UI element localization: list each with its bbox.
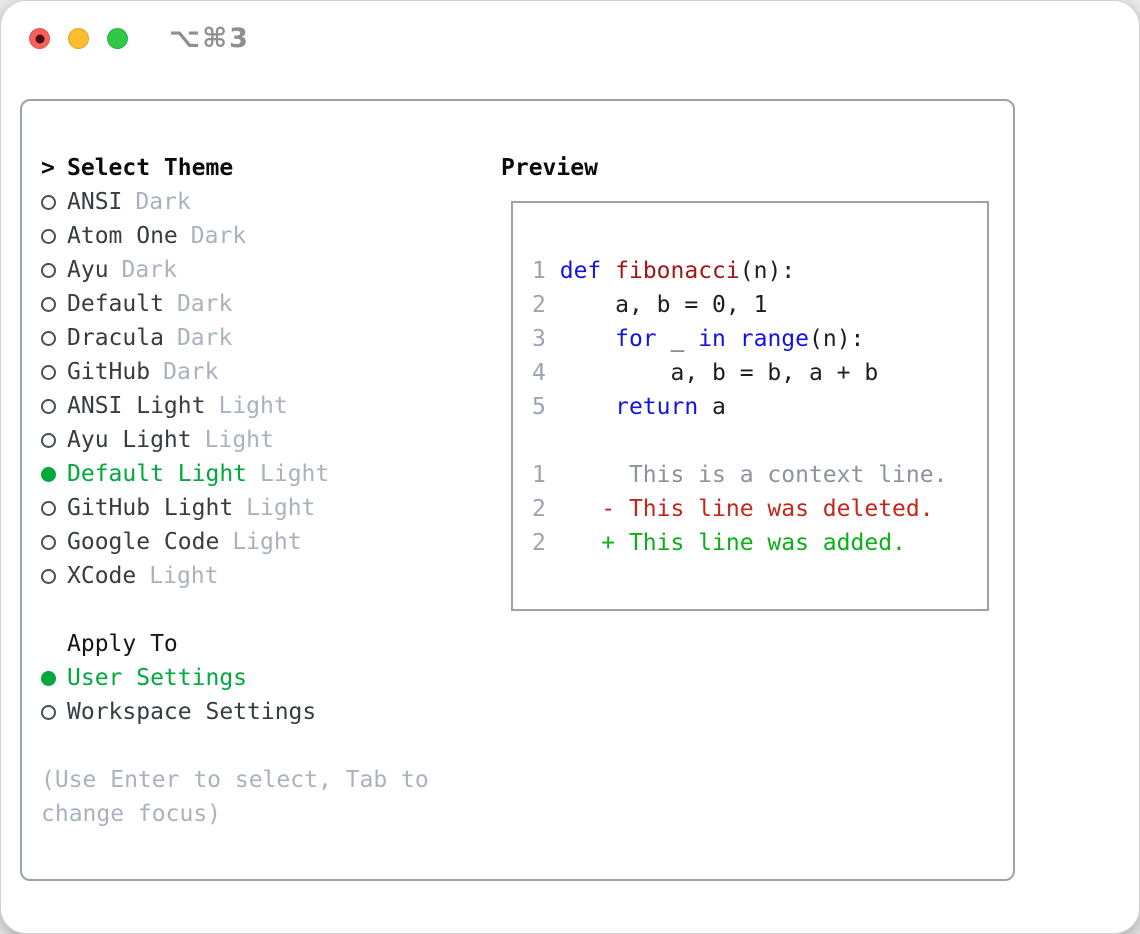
theme-variant-tag: Dark <box>163 359 219 385</box>
select-theme-heading-label: Select Theme <box>67 155 234 181</box>
code-line: 3 for _ in range(n): <box>532 326 865 352</box>
apply-option[interactable]: User Settings <box>41 661 316 695</box>
theme-list-item[interactable]: Default Light Light <box>41 457 329 491</box>
help-text: (Use Enter to select, Tab to change focu… <box>41 767 429 827</box>
radio-icon <box>41 398 56 414</box>
close-button[interactable] <box>29 28 50 49</box>
theme-list-item-label: GitHub Light <box>67 495 234 521</box>
theme-list-item[interactable]: Google Code Light <box>41 525 329 559</box>
titlebar <box>29 28 128 49</box>
line-number: 1 <box>532 258 546 284</box>
code-line: 1 def fibonacci(n): <box>532 258 796 284</box>
theme-list-item[interactable]: Atom One Dark <box>41 219 329 253</box>
theme-list-item-label: Dracula <box>67 325 164 351</box>
line-number: 1 <box>532 462 546 488</box>
theme-list-item[interactable]: GitHub Dark <box>41 355 329 389</box>
window-shortcut-label: ⌥⌘3 <box>169 23 250 54</box>
theme-variant-tag: Light <box>149 563 219 589</box>
radio-selected-icon <box>41 670 56 686</box>
theme-variant-tag: Light <box>246 495 316 521</box>
preview-box: 1 def fibonacci(n): 2 a, b = 0, 1 3 for _ … <box>511 201 989 611</box>
code-line: 2 a, b = 0, 1 <box>532 292 768 318</box>
radio-icon <box>41 500 56 516</box>
theme-variant-tag: Light <box>260 461 330 487</box>
theme-list-item-label: Google Code <box>67 529 220 555</box>
theme-list-item[interactable]: ANSI Dark <box>41 185 329 219</box>
code-line <box>532 424 987 458</box>
theme-list-item[interactable]: XCode Light <box>41 559 329 593</box>
code-line: 5 return a <box>532 394 726 420</box>
radio-icon <box>41 534 56 550</box>
radio-icon <box>41 228 56 244</box>
theme-variant-tag: Dark <box>176 291 233 317</box>
apply-to-heading: Apply To <box>41 627 316 661</box>
code-line: 1 This is a context line. <box>532 462 948 488</box>
line-number: 2 <box>532 292 546 318</box>
apply-option[interactable]: Workspace Settings <box>41 695 316 729</box>
theme-list-item[interactable]: Ayu Dark <box>41 253 329 287</box>
line-number: 2 <box>532 530 546 556</box>
radio-icon <box>41 704 56 720</box>
theme-list-item-label: ANSI Light <box>67 393 206 419</box>
theme-list-item-label: ANSI <box>67 189 123 215</box>
theme-list-item[interactable]: Ayu Light Light <box>41 423 329 457</box>
radio-selected-icon <box>41 466 56 482</box>
theme-list-item-label: Default Light <box>67 461 248 487</box>
theme-list-item-label: XCode <box>67 563 137 589</box>
theme-list-item[interactable]: Default Dark <box>41 287 329 321</box>
theme-variant-tag: Dark <box>176 325 233 351</box>
theme-list-item-label: Atom One <box>67 223 178 249</box>
radio-icon <box>41 330 56 346</box>
code-line: 2 - This line was deleted. <box>532 496 934 522</box>
radio-icon <box>41 194 56 210</box>
radio-icon <box>41 262 56 278</box>
minimize-button[interactable] <box>68 28 89 49</box>
radio-icon <box>41 296 56 312</box>
theme-list-item[interactable]: GitHub Light Light <box>41 491 329 525</box>
apply-option-label: Workspace Settings <box>67 699 317 725</box>
zoom-button[interactable] <box>107 28 128 49</box>
theme-variant-tag: Light <box>232 529 302 555</box>
prompt-icon: > <box>41 155 55 181</box>
radio-icon <box>41 432 56 448</box>
radio-icon <box>41 364 56 380</box>
preview-content: 1 def fibonacci(n): 2 a, b = 0, 1 3 for _ … <box>532 254 987 560</box>
code-line: 2 + This line was added. <box>532 530 906 556</box>
theme-variant-tag: Light <box>204 427 274 453</box>
line-number: 4 <box>532 360 546 386</box>
theme-list-item[interactable]: ANSI Light Light <box>41 389 329 423</box>
theme-variant-tag: Dark <box>190 223 247 249</box>
theme-list-item-label: Ayu Light <box>67 427 192 453</box>
theme-variant-tag: Light <box>218 393 288 419</box>
select-theme-heading: > Select Theme <box>41 151 329 185</box>
theme-list-item-label: GitHub <box>67 359 151 385</box>
theme-variant-tag: Dark <box>135 189 191 215</box>
theme-list-item[interactable]: Dracula Dark <box>41 321 329 355</box>
apply-to-heading-label: Apply To <box>67 631 178 657</box>
apply-option-label: User Settings <box>67 665 248 691</box>
line-number: 5 <box>532 394 546 420</box>
radio-icon <box>41 568 56 584</box>
theme-list-item-label: Default <box>67 291 164 317</box>
line-number: 2 <box>532 496 546 522</box>
preview-heading: Preview <box>501 155 598 181</box>
theme-variant-tag: Dark <box>121 257 177 283</box>
line-number: 3 <box>532 326 546 352</box>
code-line: 4 a, b = b, a + b <box>532 360 879 386</box>
theme-list-item-label: Ayu <box>67 257 109 283</box>
